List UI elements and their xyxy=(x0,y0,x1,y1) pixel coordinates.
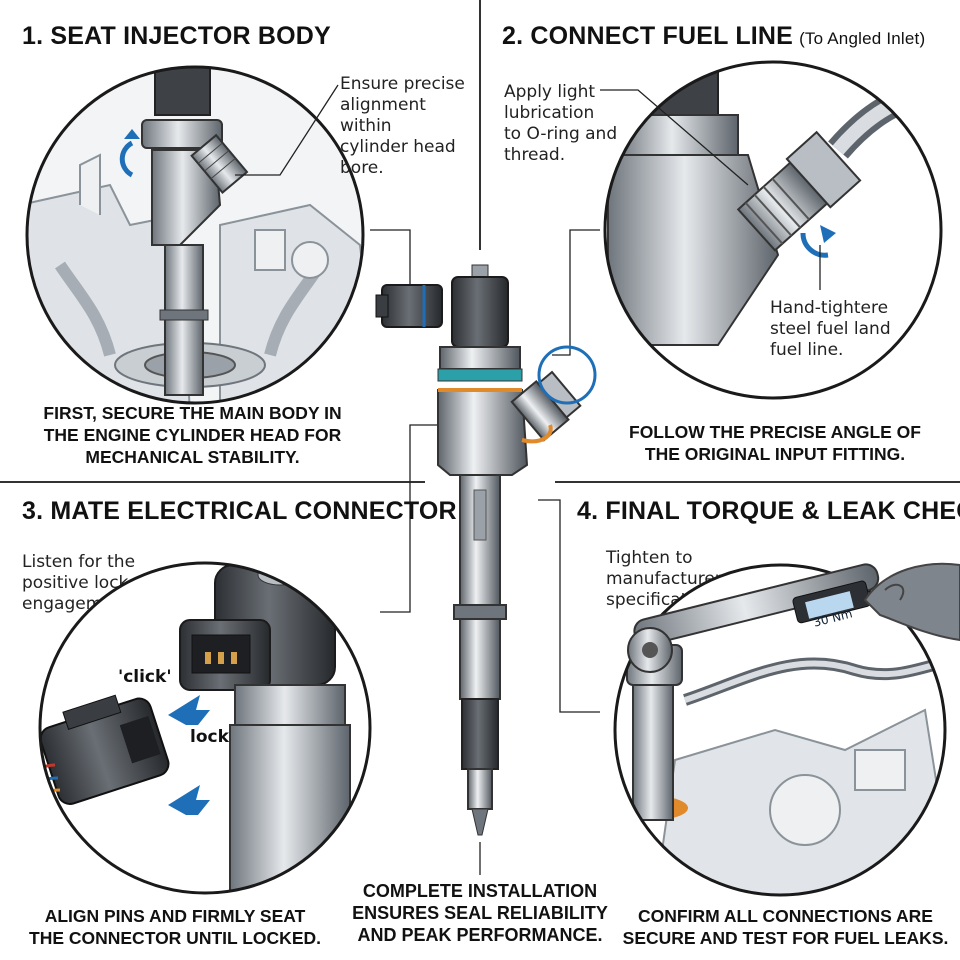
step-4-title: 4. FINAL TORQUE & LEAK CHECK xyxy=(577,497,960,525)
step-1-illustration xyxy=(25,65,365,405)
center-caption: COMPLETE INSTALLATION ENSURES SEAL RELIA… xyxy=(335,880,625,946)
note-line: Apply light xyxy=(504,82,596,102)
caption-line: THE ENGINE CYLINDER HEAD FOR xyxy=(43,425,342,445)
caption-line: THE CONNECTOR UNTIL LOCKED. xyxy=(29,928,321,948)
step-2-note-2: Hand-tightere steel fuel land fuel line. xyxy=(770,298,905,361)
fuel-injector-illustration xyxy=(375,264,597,836)
note-line: Tighten to xyxy=(606,548,693,568)
note-line: positive lock xyxy=(22,573,129,593)
step-3-title: 3. MATE ELECTRICAL CONNECTOR xyxy=(22,497,457,525)
note-line: fuel line. xyxy=(770,340,844,360)
caption-line: CONFIRM ALL CONNECTIONS ARE xyxy=(638,906,933,926)
step-2-subtitle: (To Angled Inlet) xyxy=(799,29,926,48)
lock-label: lock xyxy=(190,727,229,747)
step-1-note: Ensure precise alignment within cylinder… xyxy=(340,74,480,179)
note-line: lubrication xyxy=(504,103,595,123)
note-line: Listen for the xyxy=(22,552,136,572)
step-2-title: 2. CONNECT FUEL LINE (To Angled Inlet) xyxy=(502,22,925,51)
caption-line: ENSURES SEAL RELIABILITY xyxy=(352,903,608,923)
note-line: cylinder head xyxy=(340,137,456,157)
note-line: alignment within xyxy=(340,95,426,136)
note-line: Ensure precise xyxy=(340,74,465,94)
caption-line: FOLLOW THE PRECISE ANGLE OF xyxy=(629,422,921,442)
caption-line: THE ORIGINAL INPUT FITTING. xyxy=(644,444,906,464)
note-line: to O-ring and xyxy=(504,124,618,144)
step-2-note: Apply light lubrication to O-ring and th… xyxy=(504,82,634,166)
caption-line: FIRST, SECURE THE MAIN BODY IN xyxy=(43,403,342,423)
note-line: steel fuel land xyxy=(770,319,891,339)
note-line: bore. xyxy=(340,158,384,178)
note-line: manufacturer xyxy=(606,569,722,589)
step-4-note: Tighten to manufacturer specification. xyxy=(606,548,756,611)
note-line: Hand-tightere xyxy=(770,298,889,318)
caption-line: SECURE AND TEST FOR FUEL LEAKS. xyxy=(622,928,949,948)
caption-line: MECHANICAL STABILITY. xyxy=(85,447,300,467)
step-1-title: 1. SEAT INJECTOR BODY xyxy=(22,22,331,50)
step-4-caption: CONFIRM ALL CONNECTIONS ARE SECURE AND T… xyxy=(618,905,953,949)
step-1-caption: FIRST, SECURE THE MAIN BODY IN THE ENGIN… xyxy=(20,402,365,468)
step-2-illustration xyxy=(600,60,943,400)
step-2-caption: FOLLOW THE PRECISE ANGLE OF THE ORIGINAL… xyxy=(605,421,945,465)
caption-line: ALIGN PINS AND FIRMLY SEAT xyxy=(44,906,306,926)
caption-line: COMPLETE INSTALLATION xyxy=(362,881,598,901)
note-line: thread. xyxy=(504,145,566,165)
step-4-illustration xyxy=(613,562,960,897)
step-2-title-text: 2. CONNECT FUEL LINE xyxy=(502,22,794,50)
click-label: 'click' xyxy=(118,667,172,687)
caption-line: AND PEAK PERFORMANCE. xyxy=(357,925,603,945)
step-3-illustration xyxy=(38,561,372,895)
step-3-caption: ALIGN PINS AND FIRMLY SEAT THE CONNECTOR… xyxy=(10,905,340,949)
